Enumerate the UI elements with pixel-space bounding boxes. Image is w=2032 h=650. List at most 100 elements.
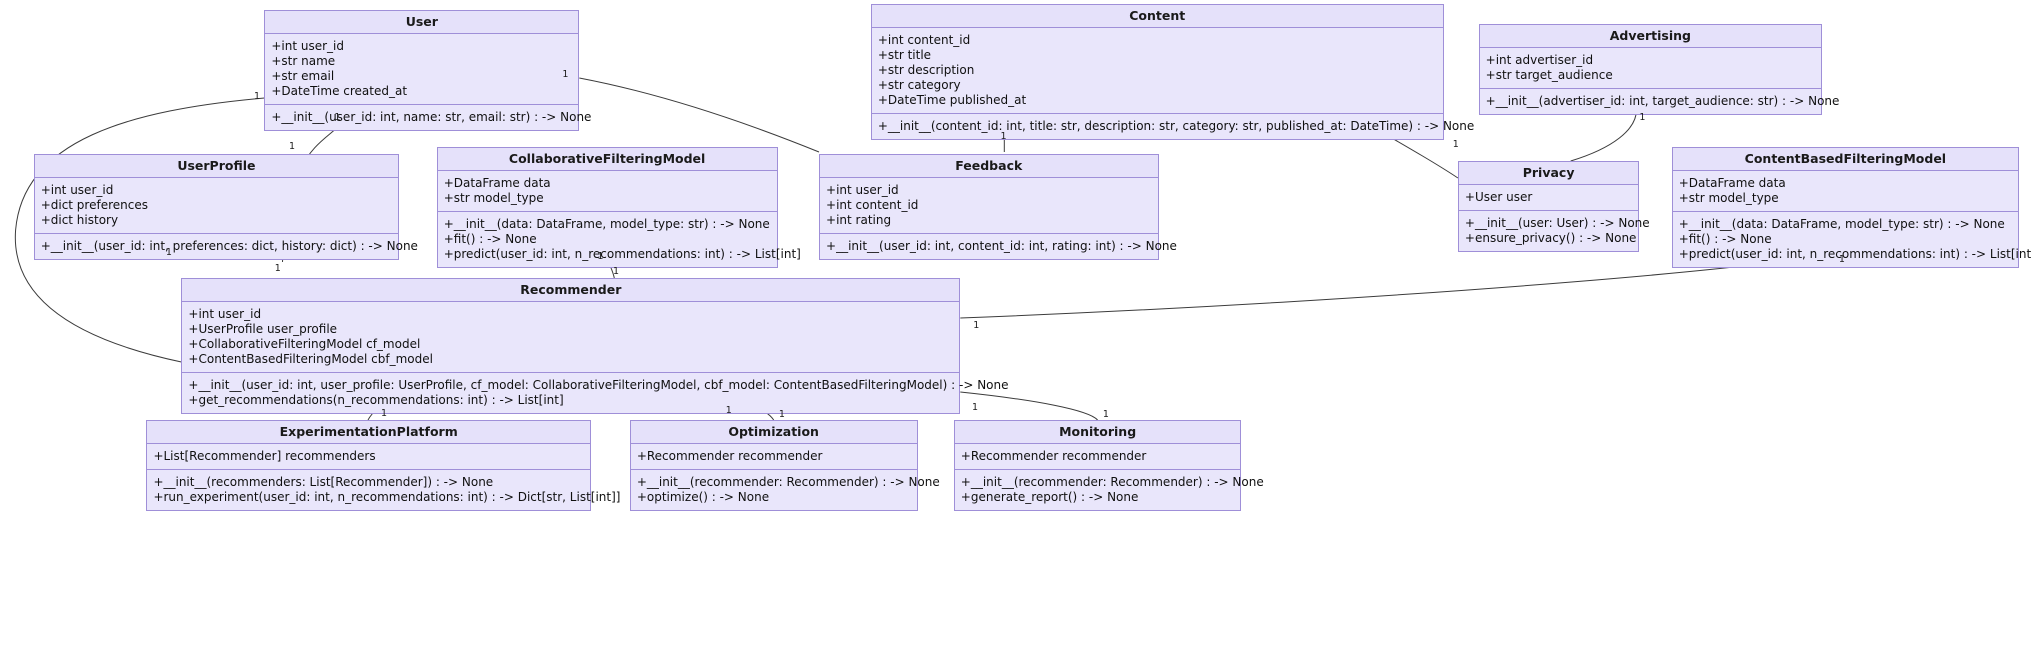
uml-class-title: UserProfile	[34, 155, 399, 178]
association-edge	[579, 77, 820, 153]
multiplicity-label: 1	[1102, 409, 1109, 420]
uml-attributes-section: +DataFrame data+str model_type	[1672, 171, 2019, 212]
uml-attribute: +CollaborativeFilteringModel cf_model	[188, 337, 421, 351]
uml-methods-section: +__init__(user_id: int, name: str, email…	[265, 105, 592, 130]
uml-class-title: Recommender	[182, 279, 960, 302]
uml-class-optimization[interactable]: Optimization +Recommender recommender +__i…	[629, 420, 940, 511]
uml-class-title: ExperimentationPlatform	[147, 421, 590, 444]
uml-attribute: +DateTime created_at	[271, 84, 408, 98]
uml-methods-section: +__init__(user_id: int, user_profile: Us…	[182, 373, 1009, 413]
uml-attribute: +int advertiser_id	[1485, 53, 1594, 67]
uml-method: +run_experiment(user_id: int, n_recommen…	[153, 490, 621, 504]
multiplicity-label: 1	[334, 112, 341, 123]
uml-methods-section: +__init__(user: User) : -> None+ensure_p…	[1459, 211, 1650, 251]
uml-methods-section: +__init__(user_id: int, content_id: int,…	[820, 234, 1177, 259]
uml-method: +predict(user_id: int, n_recommendations…	[1678, 247, 2032, 261]
uml-attribute: +str email	[271, 69, 335, 83]
uml-class-title: Content	[871, 5, 1443, 28]
multiplicity-label: 1	[562, 69, 569, 80]
uml-method: +fit() : -> None	[1678, 232, 1772, 246]
uml-attributes-section: +User user	[1458, 185, 1639, 211]
uml-methods-section: +__init__(content_id: int, title: str, d…	[872, 114, 1475, 139]
uml-class-title: User	[265, 11, 579, 34]
uml-attributes-section: +int content_id+str title+str descriptio…	[871, 28, 1443, 114]
uml-attribute: +int content_id	[877, 33, 971, 47]
uml-method: +__init__(recommender: Recommender) : ->…	[636, 475, 940, 489]
uml-class-title: Privacy	[1458, 162, 1639, 185]
uml-attribute: +int content_id	[826, 198, 919, 212]
uml-class-experimentationplatform[interactable]: ExperimentationPlatform +List[Recommender…	[146, 420, 621, 511]
uml-attribute: +DataFrame data	[443, 176, 551, 190]
uml-attribute: +int user_id	[40, 183, 114, 197]
uml-attributes-section: +int user_id+dict preferences+dict histo…	[34, 178, 399, 234]
uml-class-title: Monitoring	[954, 421, 1241, 444]
uml-class-title: Optimization	[630, 421, 917, 444]
uml-method: +__init__(data: DataFrame, model_type: s…	[443, 217, 770, 231]
uml-class-privacy[interactable]: Privacy +User user +__init__(user: User) :…	[1457, 161, 1650, 252]
multiplicity-label: 1	[725, 405, 732, 416]
uml-class-title: CollaborativeFilteringModel	[437, 148, 777, 171]
uml-attributes-section: +Recommender recommender	[954, 444, 1241, 470]
uml-attribute: +str title	[877, 48, 932, 62]
multiplicity-label: 1	[1000, 131, 1007, 142]
uml-methods-section: +__init__(data: DataFrame, model_type: s…	[438, 212, 801, 267]
uml-attribute: +User user	[1464, 190, 1533, 204]
uml-method: +__init__(user: User) : -> None	[1464, 216, 1650, 230]
uml-attribute: +UserProfile user_profile	[188, 322, 338, 336]
uml-method: +optimize() : -> None	[636, 490, 770, 504]
uml-method: +__init__(content_id: int, title: str, d…	[877, 119, 1475, 133]
multiplicity-label: 1	[597, 251, 604, 262]
uml-methods-section: +__init__(user_id: int, preferences: dic…	[35, 234, 418, 259]
uml-attributes-section: +Recommender recommender	[630, 444, 917, 470]
uml-class-user[interactable]: User+int user_id+str name+str email+Date…	[264, 10, 592, 131]
uml-method: +__init__(recommenders: List[Recommender…	[153, 475, 494, 489]
uml-method: +__init__(user_id: int, user_profile: Us…	[188, 378, 1009, 392]
uml-method: +__init__(user_id: int, name: str, email…	[271, 110, 592, 124]
multiplicity-label: 1	[288, 141, 296, 152]
uml-attribute: +str model_type	[443, 191, 544, 205]
uml-attribute: +str target_audience	[1485, 68, 1613, 82]
uml-attribute: +List[Recommender] recommenders	[153, 449, 376, 463]
uml-methods-section: +__init__(recommenders: List[Recommender…	[147, 470, 621, 510]
uml-attribute: +Recommender recommender	[636, 449, 823, 463]
uml-class-title: ContentBasedFilteringModel	[1672, 148, 2019, 171]
association-edge	[960, 391, 1098, 421]
uml-attributes-section: +int user_id+UserProfile user_profile+Co…	[182, 302, 960, 373]
uml-class-monitoring[interactable]: Monitoring +Recommender recommender +__ini…	[953, 420, 1264, 511]
multiplicity-label: 1	[778, 409, 785, 420]
uml-class-cbfmodel[interactable]: ContentBasedFilteringModel+DataFrame dat…	[1671, 147, 2032, 268]
uml-attribute: +int user_id	[826, 183, 899, 197]
multiplicity-label: 1	[1639, 112, 1646, 123]
uml-class-content[interactable]: Content+int content_id+str title+str des…	[870, 4, 1475, 140]
uml-methods-section: +__init__(recommender: Recommender) : ->…	[631, 470, 940, 510]
uml-methods-section: +__init__(recommender: Recommender) : ->…	[955, 470, 1264, 510]
uml-attributes-section: +int user_id+int content_id+int rating	[820, 178, 1158, 234]
uml-attributes-section: +int advertiser_id+str target_audience	[1479, 48, 1822, 89]
uml-method: +ensure_privacy() : -> None	[1464, 231, 1637, 245]
multiplicity-label: 1	[1838, 254, 1845, 265]
uml-method: +__init__(advertiser_id: int, target_aud…	[1485, 94, 1840, 108]
multiplicity-label: 1	[973, 320, 980, 331]
uml-methods-section: +__init__(data: DataFrame, model_type: s…	[1673, 212, 2032, 267]
uml-attribute: +Recommender recommender	[960, 449, 1147, 463]
uml-attribute: +int user_id	[188, 307, 262, 321]
uml-class-userprofile[interactable]: UserProfile+int user_id+dict preferences…	[33, 154, 418, 260]
uml-attribute: +int user_id	[271, 39, 344, 53]
uml-attribute: +str description	[877, 63, 975, 77]
uml-attribute: +str category	[877, 78, 961, 92]
multiplicity-label: 1	[1452, 139, 1459, 150]
uml-class-cfmodel[interactable]: CollaborativeFilteringModel+DataFrame da…	[436, 147, 801, 268]
uml-class-feedback[interactable]: Feedback+int user_id+int content_id+int …	[819, 154, 1177, 260]
uml-attribute: +DateTime published_at	[877, 93, 1027, 107]
uml-method: +__init__(data: DataFrame, model_type: s…	[1678, 217, 2005, 231]
uml-method: +fit() : -> None	[443, 232, 537, 246]
uml-class-advertising[interactable]: Advertising+int advertiser_id+str target…	[1478, 24, 1840, 115]
uml-method: +__init__(user_id: int, preferences: dic…	[40, 239, 418, 253]
uml-class-title: Advertising	[1479, 25, 1822, 48]
uml-attributes-section: +DataFrame data+str model_type	[437, 171, 777, 212]
uml-class-recommender[interactable]: Recommender+int user_id+UserProfile user…	[181, 278, 1009, 414]
multiplicity-label: 1	[971, 402, 978, 413]
uml-attribute: +str model_type	[1678, 191, 1779, 205]
uml-methods-section: +__init__(advertiser_id: int, target_aud…	[1480, 89, 1840, 114]
